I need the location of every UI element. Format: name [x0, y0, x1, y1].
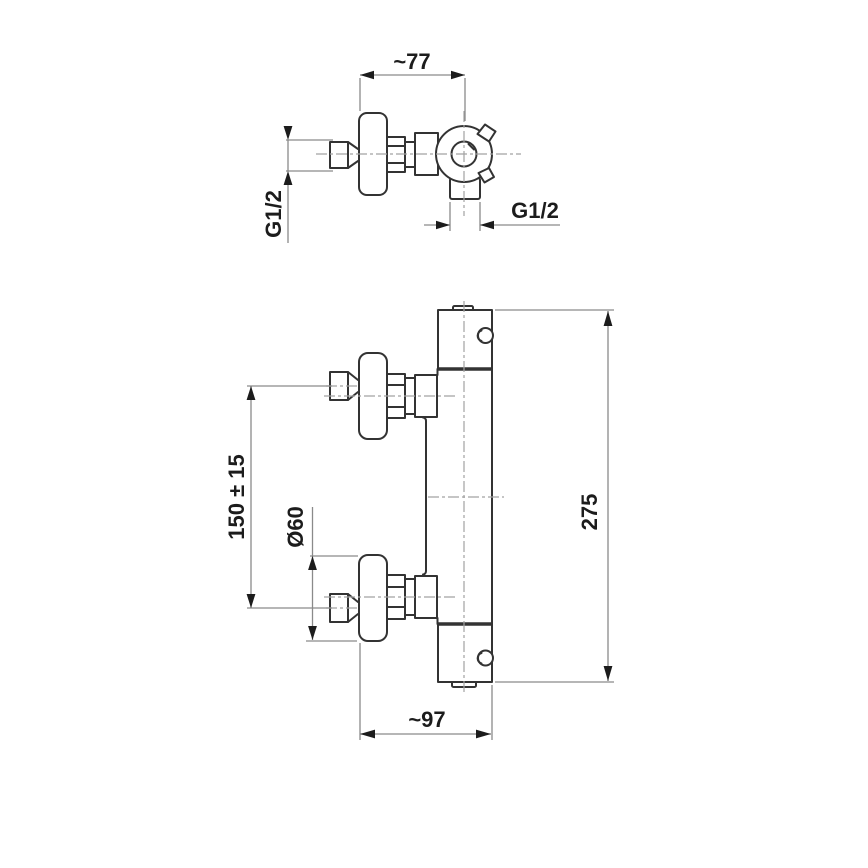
dim-label-total-height: 275: [577, 494, 602, 531]
union-nut-flats: [386, 145, 406, 164]
wall-nut-top-view: [329, 141, 349, 169]
dimension-connection-spacing: 150 ± 15: [224, 385, 332, 609]
arrow-down-icon: [308, 626, 317, 640]
top-view: ~77 G1/2 G1/2: [261, 49, 560, 243]
wall-nut-chamfer: [347, 141, 359, 169]
wall-nut-chamfer: [347, 593, 359, 623]
arrow-left-icon: [480, 220, 494, 230]
dim-label-depth: ~97: [408, 707, 445, 732]
lower-inlet-assembly: [329, 554, 438, 642]
arrow-right-icon: [476, 729, 491, 739]
dim-label-width: ~77: [393, 49, 430, 74]
union-nut-flats: [386, 384, 406, 408]
arrow-up-icon: [246, 386, 256, 400]
arrow-right-icon: [436, 220, 450, 230]
arrow-left-icon: [360, 729, 375, 739]
arrow-left-icon: [360, 70, 374, 80]
arrow-down-icon: [283, 126, 293, 140]
body-left-edge: [422, 416, 427, 576]
dim-label-escutcheon-diameter: Ø60: [283, 506, 308, 548]
dim-label-connection-spacing: 150 ± 15: [224, 454, 249, 539]
dimension-inlet-thread: G1/2: [261, 126, 333, 243]
arrow-up-icon: [603, 311, 613, 326]
dimension-width-77: ~77: [359, 49, 466, 121]
locking-screw-top-detail: [476, 329, 483, 342]
top-view-centerlines: [316, 111, 521, 216]
dimension-total-height: 275: [495, 309, 614, 683]
arrow-up-icon: [308, 556, 317, 570]
locking-screw-bottom-detail: [476, 652, 483, 665]
front-view: 150 ± 15 Ø60 275 ~97: [224, 301, 614, 740]
dimension-escutcheon-diameter: Ø60: [283, 506, 358, 642]
dim-label-outlet-thread: G1/2: [511, 198, 559, 223]
dim-label-inlet-thread: G1/2: [261, 190, 286, 238]
spindle-notch: [467, 143, 475, 151]
arrow-down-icon: [603, 666, 613, 681]
handle-tab-lower: [477, 167, 495, 184]
handle-tab-upper: [476, 123, 497, 143]
dimension-depth: ~97: [359, 643, 493, 740]
dimension-outlet-thread: G1/2: [424, 198, 560, 231]
arrow-down-icon: [246, 594, 256, 608]
escutcheon-lower: [358, 554, 388, 642]
arrow-right-icon: [451, 70, 465, 80]
union-nut-flats: [386, 586, 406, 608]
arrow-up-icon: [283, 171, 293, 185]
